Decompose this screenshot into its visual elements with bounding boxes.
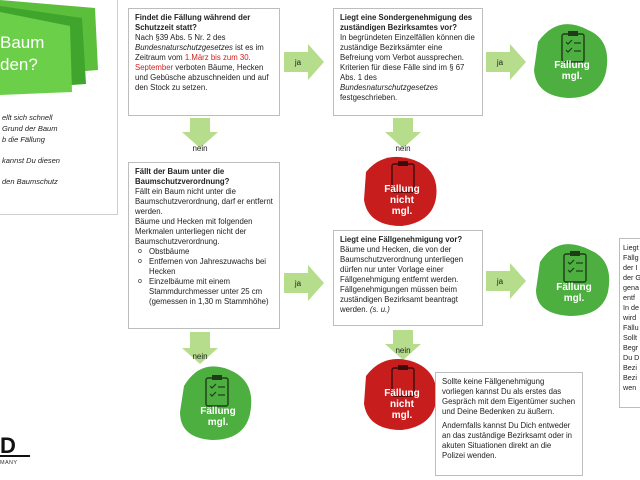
intro-text: ellt sich schnell Grund der Baum b die F…: [2, 112, 114, 187]
cutoff-info-box: Liegt Fällg der I der G gena entf In de …: [619, 238, 640, 408]
box-line: In de: [623, 303, 639, 312]
box-text: Fällt ein Baum nicht unter die Baumschut…: [135, 187, 273, 216]
fallung-forbidden-icon: [364, 359, 437, 430]
box-line: der G: [623, 273, 640, 282]
box-line: Bezi: [623, 363, 637, 372]
question-box-sondergenehmigung: Liegt eine Sondergenehmigung des zuständ…: [333, 8, 483, 116]
box-text: Sollte keine Fällgenehmigung vorliegen k…: [442, 377, 576, 416]
box-line: Begr: [623, 343, 639, 352]
box-title: Liegt eine Fällgenehmigung vor?: [340, 235, 463, 244]
arrow-right: [284, 44, 324, 80]
logo: D: [0, 433, 16, 458]
logo-subtitle: MANY: [0, 460, 18, 466]
intro-line: Grund der Baum: [2, 124, 58, 133]
logo-underline: [0, 455, 30, 457]
intro-line: b die Fällung: [2, 135, 45, 144]
fallung-allowed-icon: [536, 244, 610, 316]
intro-line: kannst Du diesen: [2, 156, 60, 165]
box-text: Nach §39 Abs. 5 Nr. 2 des Bundesnatursch…: [135, 33, 269, 92]
fallung-allowed-icon: [180, 366, 252, 440]
box-line: entf: [623, 293, 635, 302]
fallung-forbidden-icon: [364, 156, 437, 226]
list-item: Obstbäume: [138, 247, 273, 257]
question-box-schutzzeit: Findet die Fällung während der Schutzzei…: [128, 8, 280, 116]
box-text: Bäume und Hecken, die von der Baumschutz…: [340, 245, 464, 314]
box-line: Sollt: [623, 333, 637, 342]
title-cards-graphic: [0, 0, 98, 95]
box-title: Fällt der Baum unter die Baumschutzveror…: [135, 167, 230, 186]
intro-line: ellt sich schnell: [2, 113, 53, 122]
box-title: Findet die Fällung während der Schutzzei…: [135, 13, 251, 32]
box-line: wird: [623, 313, 637, 322]
arrow-right: [486, 44, 526, 80]
exception-list: Obstbäume Entfernen von Jahreszuwachs be…: [135, 247, 273, 307]
list-item: Einzelbäume mit einem Stammdurchmesser u…: [138, 277, 273, 307]
arrow-label-ja: ja: [496, 277, 504, 286]
box-text: In begründeten Einzelfällen können die z…: [340, 33, 475, 102]
box-line: Fällu: [623, 323, 639, 332]
fallung-allowed-icon: [534, 24, 608, 99]
intro-line: den Baumschutz: [2, 177, 58, 186]
arrow-label-ja: ja: [294, 279, 302, 288]
box-line: Liegt: [623, 243, 639, 252]
arrow-right: [486, 263, 526, 299]
arrow-label-ja: ja: [496, 58, 504, 67]
arrow-down: [182, 118, 218, 148]
box-line: der I: [623, 263, 638, 272]
arrow-right: [284, 265, 324, 301]
box-line: Fällg: [623, 253, 639, 262]
arrow-label-nein: nein: [192, 352, 208, 361]
box-text: Andernfalls kannst Du Dich entweder an d…: [442, 421, 573, 460]
box-line: gena: [623, 283, 639, 292]
list-item: Entfernen von Jahreszuwachs bei Hecken: [138, 257, 273, 277]
advice-box: Sollte keine Fällgenehmigung vorliegen k…: [435, 372, 583, 476]
arrow-label-ja: ja: [294, 58, 302, 67]
question-box-faellgenehmigung: Liegt eine Fällgenehmigung vor? Bäume un…: [333, 230, 483, 326]
arrow-label-nein: nein: [395, 144, 411, 153]
arrow-down: [385, 330, 421, 360]
box-text: Bäume und Hecken mit folgenden Merkmalen…: [135, 217, 253, 246]
box-title: Liegt eine Sondergenehmigung des zuständ…: [340, 13, 473, 32]
box-line: wen: [623, 383, 637, 392]
arrow-down: [182, 332, 218, 364]
box-line: Du D: [623, 353, 640, 362]
arrow-label-nein: nein: [395, 346, 411, 355]
question-box-baumschutzverordnung: Fällt der Baum unter die Baumschutzveror…: [128, 162, 280, 329]
box-line: Bezi: [623, 373, 637, 382]
intro-title: Baum den?: [0, 33, 45, 74]
arrow-label-nein: nein: [192, 144, 208, 153]
arrow-down: [385, 118, 421, 148]
